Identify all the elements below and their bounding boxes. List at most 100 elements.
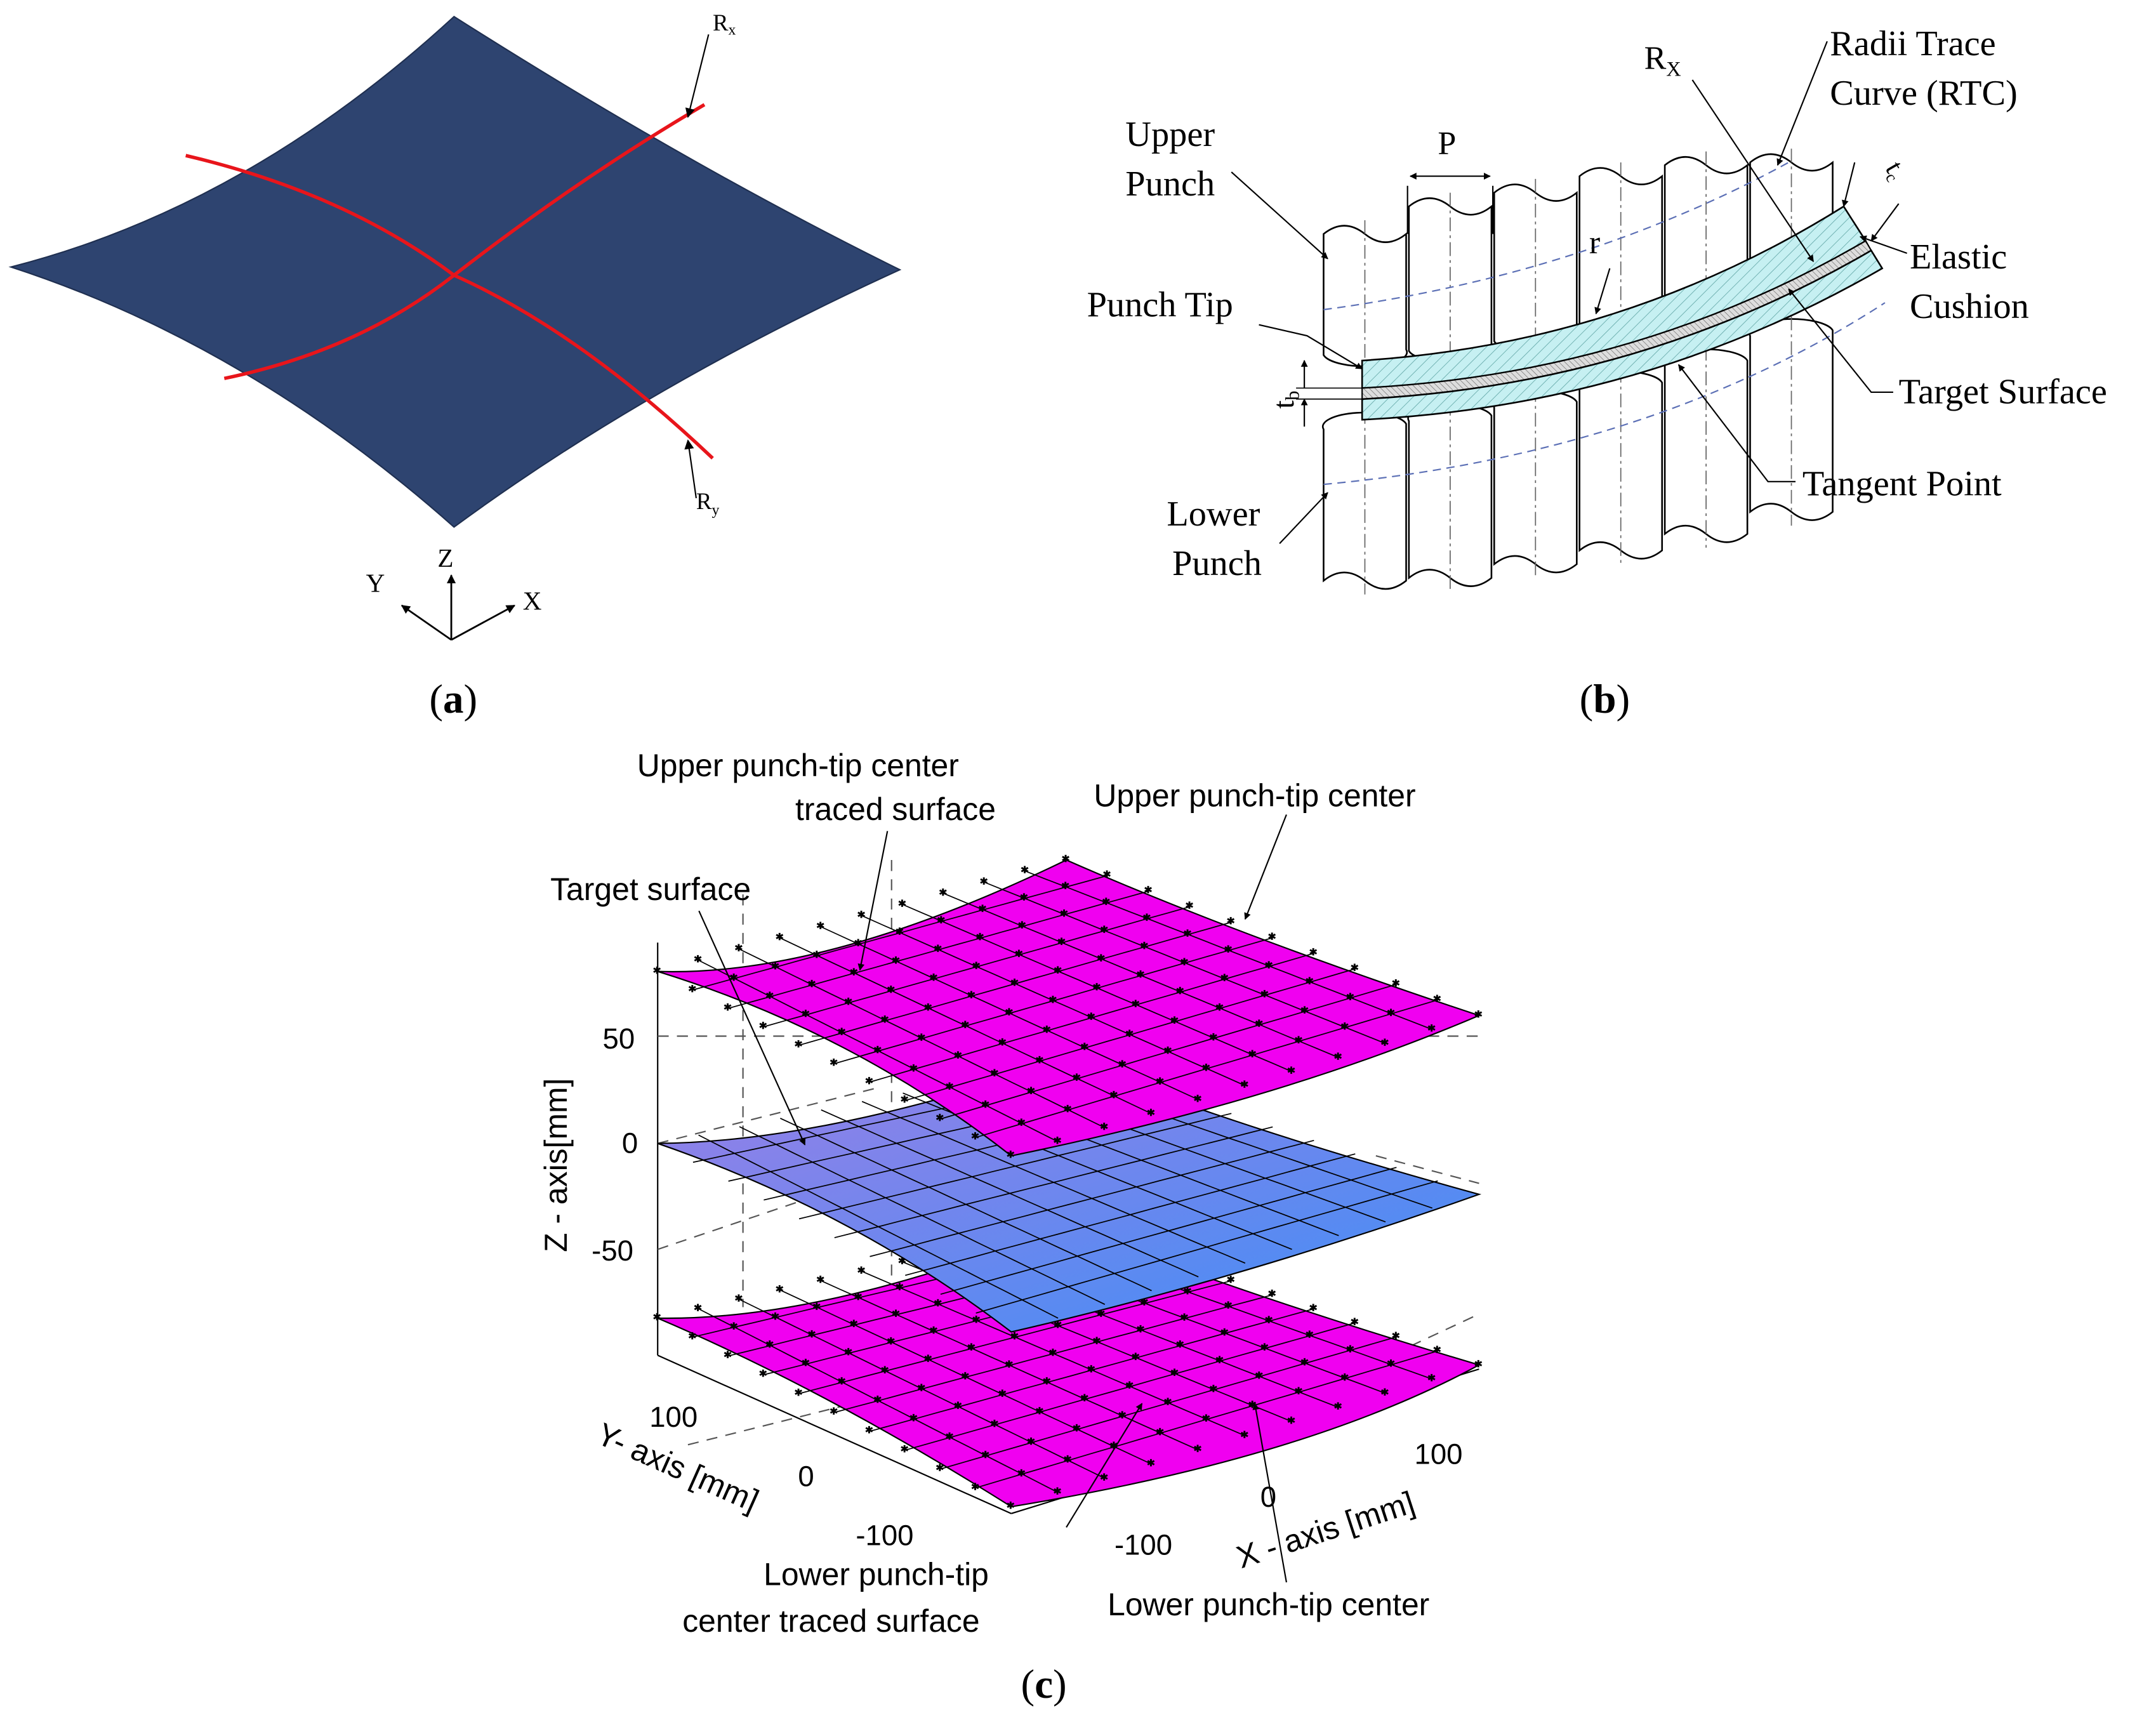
punch-tip-center-marker: * — [1110, 1090, 1117, 1106]
punch-tip-center-marker: * — [896, 1281, 903, 1297]
punch-tip-center-marker: * — [1064, 1103, 1071, 1119]
punch-tip-center-marker: * — [1101, 1472, 1108, 1488]
punch-tip-center-marker: * — [977, 932, 984, 948]
punch-tip-center-marker: * — [999, 1037, 1006, 1053]
axis-triad: Z X Y — [366, 543, 542, 641]
punch-tip-center-marker: * — [654, 965, 661, 981]
punch-tip-center-marker: * — [1341, 1372, 1348, 1387]
upper-traced-label: Upper punch-tip center traced surface — [637, 748, 996, 827]
punch-tip-center-marker: * — [972, 1131, 979, 1147]
punch-tip-center-marker: * — [817, 920, 824, 936]
punch-tip-center-marker: * — [1301, 1357, 1308, 1373]
punch-tip-center-marker: * — [968, 1342, 975, 1358]
punch-tip-center-marker: * — [1269, 931, 1276, 947]
punch-tip-center-marker: * — [1186, 900, 1193, 916]
punch-tip-center-marker: * — [934, 1298, 941, 1314]
z-tick-50: 50 — [603, 1022, 635, 1055]
punch-tip-center-marker: * — [1434, 1344, 1441, 1360]
mesh-line — [870, 1308, 1314, 1432]
punch-tip-center-marker: * — [1104, 869, 1111, 885]
mesh-line — [1025, 870, 1433, 1030]
punch-tip-center-marker: * — [813, 949, 820, 965]
punch-tip-center-marker: * — [1036, 1405, 1043, 1421]
punch-tip-center-marker: * — [1119, 1059, 1126, 1075]
punch-tip-center-marker: * — [1249, 1049, 1256, 1064]
punch-tip-center-marker: * — [1102, 896, 1109, 912]
punch-tip-center-marker: * — [1266, 960, 1273, 976]
ry-label: Ry — [696, 488, 720, 519]
punch-tip-center-marker: * — [1341, 1021, 1348, 1036]
punch-tip-center-marker: * — [766, 1339, 773, 1355]
punch-tip-center-marker: * — [1261, 1342, 1268, 1358]
lower-punch-label: Lower Punch — [1167, 494, 1269, 583]
punch-tip-center-marker: * — [1141, 1297, 1147, 1313]
punch-tip-center-marker: * — [1387, 1358, 1394, 1374]
punch-tip-center-marker: * — [1255, 1370, 1262, 1386]
punch-tip-center-marker: * — [991, 1068, 998, 1083]
punch-tip-center-marker: * — [955, 1050, 962, 1066]
punch-tip-center-marker: * — [973, 1314, 980, 1330]
punch-tip-center-marker: * — [1288, 1065, 1295, 1081]
punch-tip-center-marker: * — [1335, 1051, 1342, 1067]
punch-tip-center-marker: * — [1184, 928, 1191, 944]
punch-tip-center-marker: * — [1227, 916, 1234, 932]
punch-tip-center-marker: * — [1132, 1351, 1139, 1367]
punch-tip-center-marker: * — [845, 996, 852, 1012]
rx-label: RX — [1644, 40, 1681, 81]
punch-tip-center-marker: * — [1005, 1007, 1012, 1022]
punch-tip-center-marker: * — [1073, 1423, 1080, 1439]
punch-tip-center-marker: * — [930, 1325, 937, 1341]
tb-label: tb — [1267, 391, 1304, 409]
punch-tip-center-marker: * — [999, 1388, 1006, 1404]
punch-tip-center-marker: * — [887, 984, 894, 1000]
punch-tip-center-marker: * — [689, 983, 696, 999]
punch-tip-center-marker: * — [991, 1418, 998, 1434]
punch-tip-center-marker: * — [1295, 1035, 1302, 1050]
punch-tip-center-marker: * — [962, 1370, 969, 1386]
punch-tip-center-marker: * — [1428, 1023, 1435, 1039]
x-tick-100: 100 — [1415, 1438, 1463, 1471]
punch-tip-center-marker: * — [1241, 1079, 1248, 1095]
punch-tip-center-marker: * — [982, 1099, 989, 1115]
punch-tip-center-marker: * — [1227, 1274, 1234, 1290]
punch-tip-center-marker: * — [1306, 976, 1313, 991]
punch-tip-center-marker: * — [1194, 1443, 1201, 1459]
punch-tip-center-marker: * — [1184, 1285, 1191, 1301]
punch-tip-center-marker: * — [1061, 908, 1068, 924]
punch-tip-center-marker: * — [1005, 1359, 1012, 1375]
mesh-line — [870, 953, 1314, 1083]
elastic-cushion-label: Elastic Cushion — [1910, 237, 2029, 326]
punch-tip-center-marker: * — [1351, 1316, 1358, 1332]
tangent-point-label: Tangent Point — [1802, 465, 2002, 504]
punch-tip-center-marker: * — [1387, 1007, 1394, 1023]
punch-tip-center-marker: * — [925, 1002, 932, 1017]
mesh-line — [834, 937, 1273, 1064]
punch-tip-center-marker: * — [1054, 965, 1061, 981]
punch-tip-center-marker: * — [724, 1349, 731, 1365]
punch-tip-center-marker: * — [968, 989, 975, 1005]
punch-tip-center-marker: * — [1021, 864, 1028, 880]
punch-tip-center-marker: * — [1097, 1308, 1104, 1324]
punch-tip-center-marker: * — [845, 1347, 852, 1363]
punch-tip-center-marker: * — [1137, 969, 1144, 985]
punch-tip-center-marker: * — [1301, 1005, 1308, 1021]
punch-tip-center-marker: * — [1266, 1314, 1273, 1330]
punch-tip-center-marker: * — [850, 967, 857, 982]
punch-tip-center-marker: * — [866, 1425, 873, 1441]
target-surface — [657, 1059, 1482, 1333]
punch-tip-center-marker: * — [936, 1113, 943, 1128]
punch-tip-center-marker: * — [813, 1301, 820, 1317]
mesh-line — [940, 1167, 1397, 1295]
punch-tip-center-marker: * — [772, 960, 779, 976]
punch-tip-center-marker: * — [776, 932, 783, 948]
punch-tip-center-marker: * — [735, 943, 742, 958]
caption-c: (c) — [1021, 1662, 1067, 1707]
punch-tip-center-marker: * — [1137, 1323, 1144, 1339]
punch-tip-center-marker: * — [882, 1365, 889, 1380]
punch-tip-center-marker: * — [866, 1076, 873, 1092]
y-tick-100: 100 — [649, 1401, 698, 1433]
punch-tip-center-marker: * — [1119, 1410, 1126, 1426]
caption-b: (b) — [1580, 677, 1630, 722]
punch-tip-center-marker: * — [1392, 978, 1399, 994]
mesh-line — [940, 1336, 1397, 1470]
